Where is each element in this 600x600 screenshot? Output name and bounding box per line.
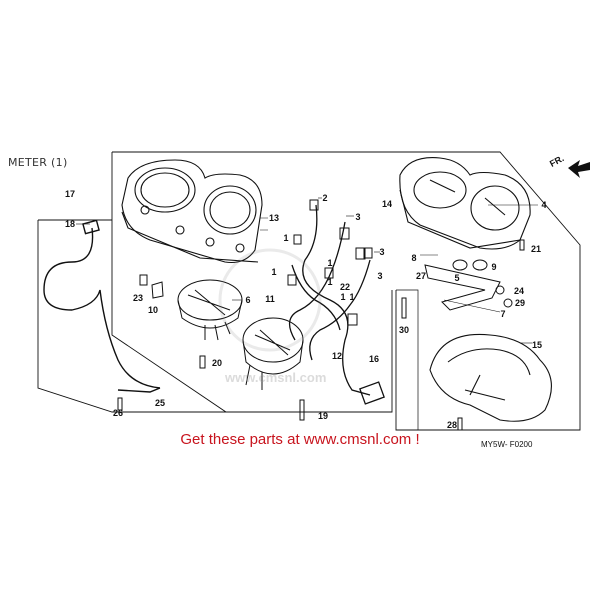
callout-1: 1: [349, 292, 355, 302]
watermark: [218, 248, 322, 352]
callout-20: 20: [211, 358, 223, 368]
callout-1: 1: [283, 233, 289, 243]
diagram-code: MY5W- F0200: [481, 440, 533, 449]
promo-link[interactable]: Get these parts at www.cmsnl.com !: [180, 431, 420, 448]
callout-27: 27: [415, 271, 427, 281]
meter-case-rear: [399, 157, 531, 250]
callout-24: 24: [513, 286, 525, 296]
meter-lower-cover: [429, 333, 552, 422]
diagram-title: METER (1): [8, 156, 68, 169]
speedometer-cable: [43, 219, 161, 393]
callout-1: 1: [271, 267, 277, 277]
leader-lines: [76, 197, 538, 344]
callout-25: 25: [154, 398, 166, 408]
front-arrow-icon: [568, 160, 590, 178]
callout-8: 8: [411, 253, 417, 263]
bulb-sockets: [287, 199, 373, 326]
watermark-text: www.cmsnl.com: [224, 370, 326, 385]
callout-21: 21: [530, 244, 542, 254]
callout-3: 3: [377, 271, 383, 281]
callout-16: 16: [368, 354, 380, 364]
callout-4: 4: [541, 200, 547, 210]
inset-frame: [396, 289, 419, 430]
callout-14: 14: [381, 199, 393, 209]
callout-9: 9: [491, 262, 497, 272]
callout-1: 1: [327, 258, 333, 268]
callout-12: 12: [331, 351, 343, 361]
cable-frame: [37, 219, 226, 413]
callout-23: 23: [132, 293, 144, 303]
callout-7: 7: [500, 309, 506, 319]
callout-17: 17: [64, 189, 76, 199]
callout-18: 18: [64, 219, 76, 229]
callout-15: 15: [531, 340, 543, 350]
callout-5: 5: [454, 273, 460, 283]
meter-case-front: [121, 159, 263, 264]
callout-29: 29: [514, 298, 526, 308]
callout-19: 19: [317, 411, 329, 421]
callout-1: 1: [327, 277, 333, 287]
callout-30: 30: [398, 325, 410, 335]
callout-1: 1: [340, 292, 346, 302]
callout-3: 3: [355, 212, 361, 222]
wire-harness: [288, 204, 385, 405]
callout-22: 22: [339, 282, 351, 292]
callout-13: 13: [268, 213, 280, 223]
callout-6: 6: [245, 295, 251, 305]
callout-26: 26: [112, 408, 124, 418]
tachometer-unit: [242, 317, 304, 390]
callout-3: 3: [379, 247, 385, 257]
callout-11: 11: [265, 294, 275, 304]
screws: [117, 239, 525, 431]
callout-2: 2: [322, 193, 328, 203]
mounting-bracket: [424, 259, 513, 311]
callout-28: 28: [446, 420, 458, 430]
callout-10: 10: [147, 305, 159, 315]
